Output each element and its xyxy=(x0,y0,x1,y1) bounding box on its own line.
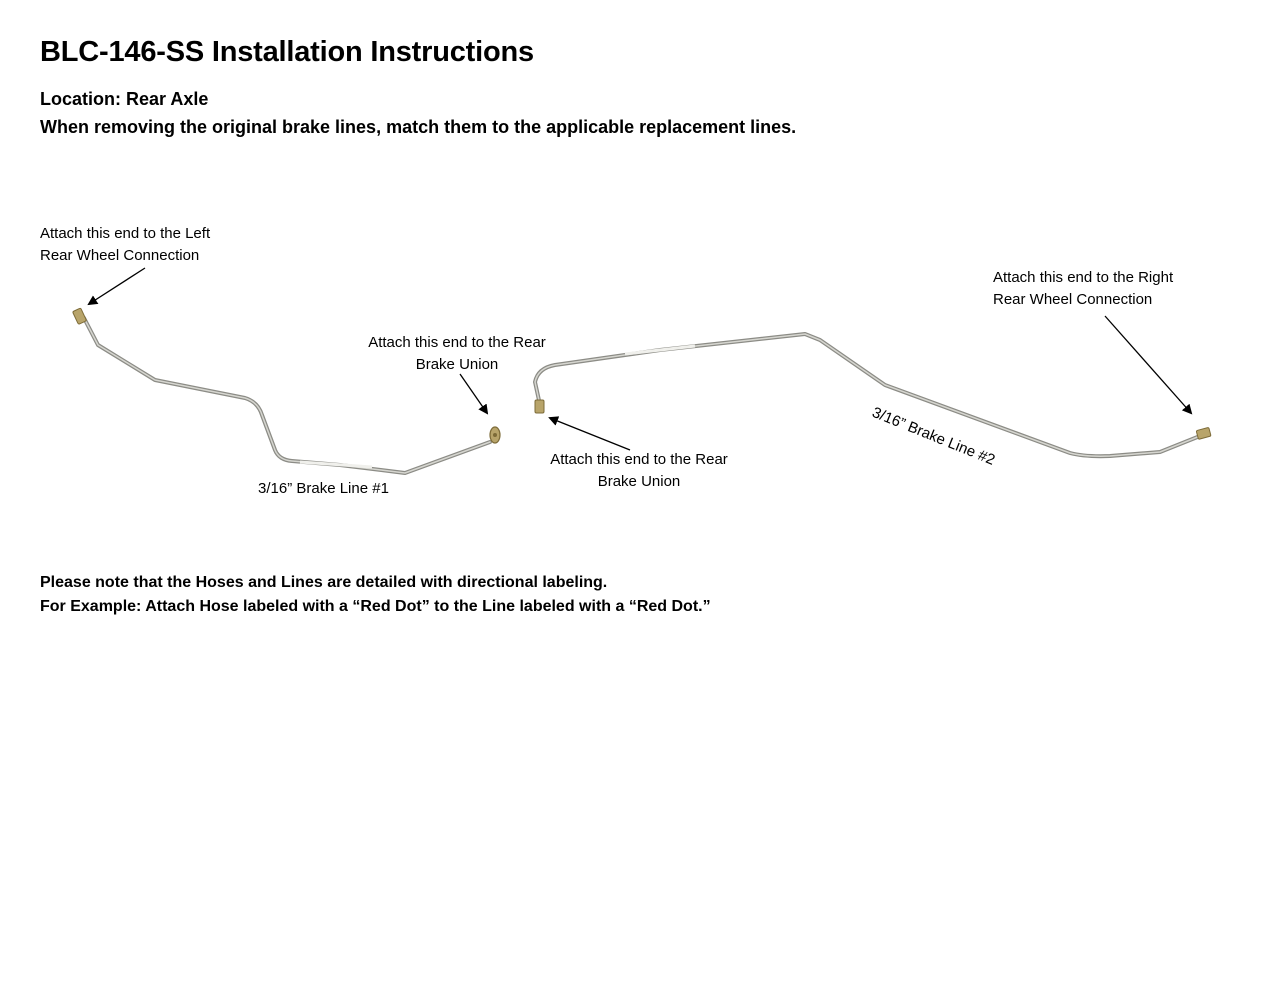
instruction-heading: When removing the original brake lines, … xyxy=(40,117,797,137)
callout-right-wheel: Attach this end to the Right Rear Wheel … xyxy=(993,267,1173,311)
callout-left-wheel-line1: Attach this end to the Left xyxy=(40,225,211,242)
fitting-left-wheel xyxy=(72,307,87,325)
arrow-left-wheel xyxy=(87,267,146,306)
callout-union-lower-line1: Attach this end to the Rear xyxy=(550,451,728,468)
callout-union-lower: Attach this end to the Rear Brake Union xyxy=(539,449,739,493)
callout-union-upper-line1: Attach this end to the Rear xyxy=(368,334,546,351)
callout-union-upper: Attach this end to the Rear Brake Union xyxy=(357,332,557,376)
callout-left-wheel: Attach this end to the Left Rear Wheel C… xyxy=(40,223,210,267)
callout-union-upper-line2: Brake Union xyxy=(415,356,499,373)
fitting-right-wheel xyxy=(1196,427,1212,440)
brake-line-1 xyxy=(72,307,501,475)
callout-right-wheel-line1: Attach this end to the Right xyxy=(993,269,1174,286)
brake-line-1-label: 3/16” Brake Line #1 xyxy=(258,480,389,497)
location-heading: Location: Rear Axle xyxy=(40,89,209,109)
arrow-union-lower xyxy=(548,416,631,451)
callout-left-wheel-line2: Rear Wheel Connection xyxy=(40,247,200,264)
arrow-union-upper xyxy=(459,373,489,415)
red-dot-example-note: For Example: Attach Hose labeled with a … xyxy=(40,598,711,615)
directional-labeling-note: Please note that the Hoses and Lines are… xyxy=(40,574,608,591)
brake-line-2 xyxy=(533,332,1212,459)
fitting-union-line1 xyxy=(489,426,501,444)
callout-union-lower-line2: Brake Union xyxy=(597,473,681,490)
callout-right-wheel-line2: Rear Wheel Connection xyxy=(993,291,1153,308)
fitting-union-line2 xyxy=(534,399,545,414)
arrow-right-wheel xyxy=(1104,315,1193,415)
document-title: BLC-146-SS Installation Instructions xyxy=(40,36,534,68)
